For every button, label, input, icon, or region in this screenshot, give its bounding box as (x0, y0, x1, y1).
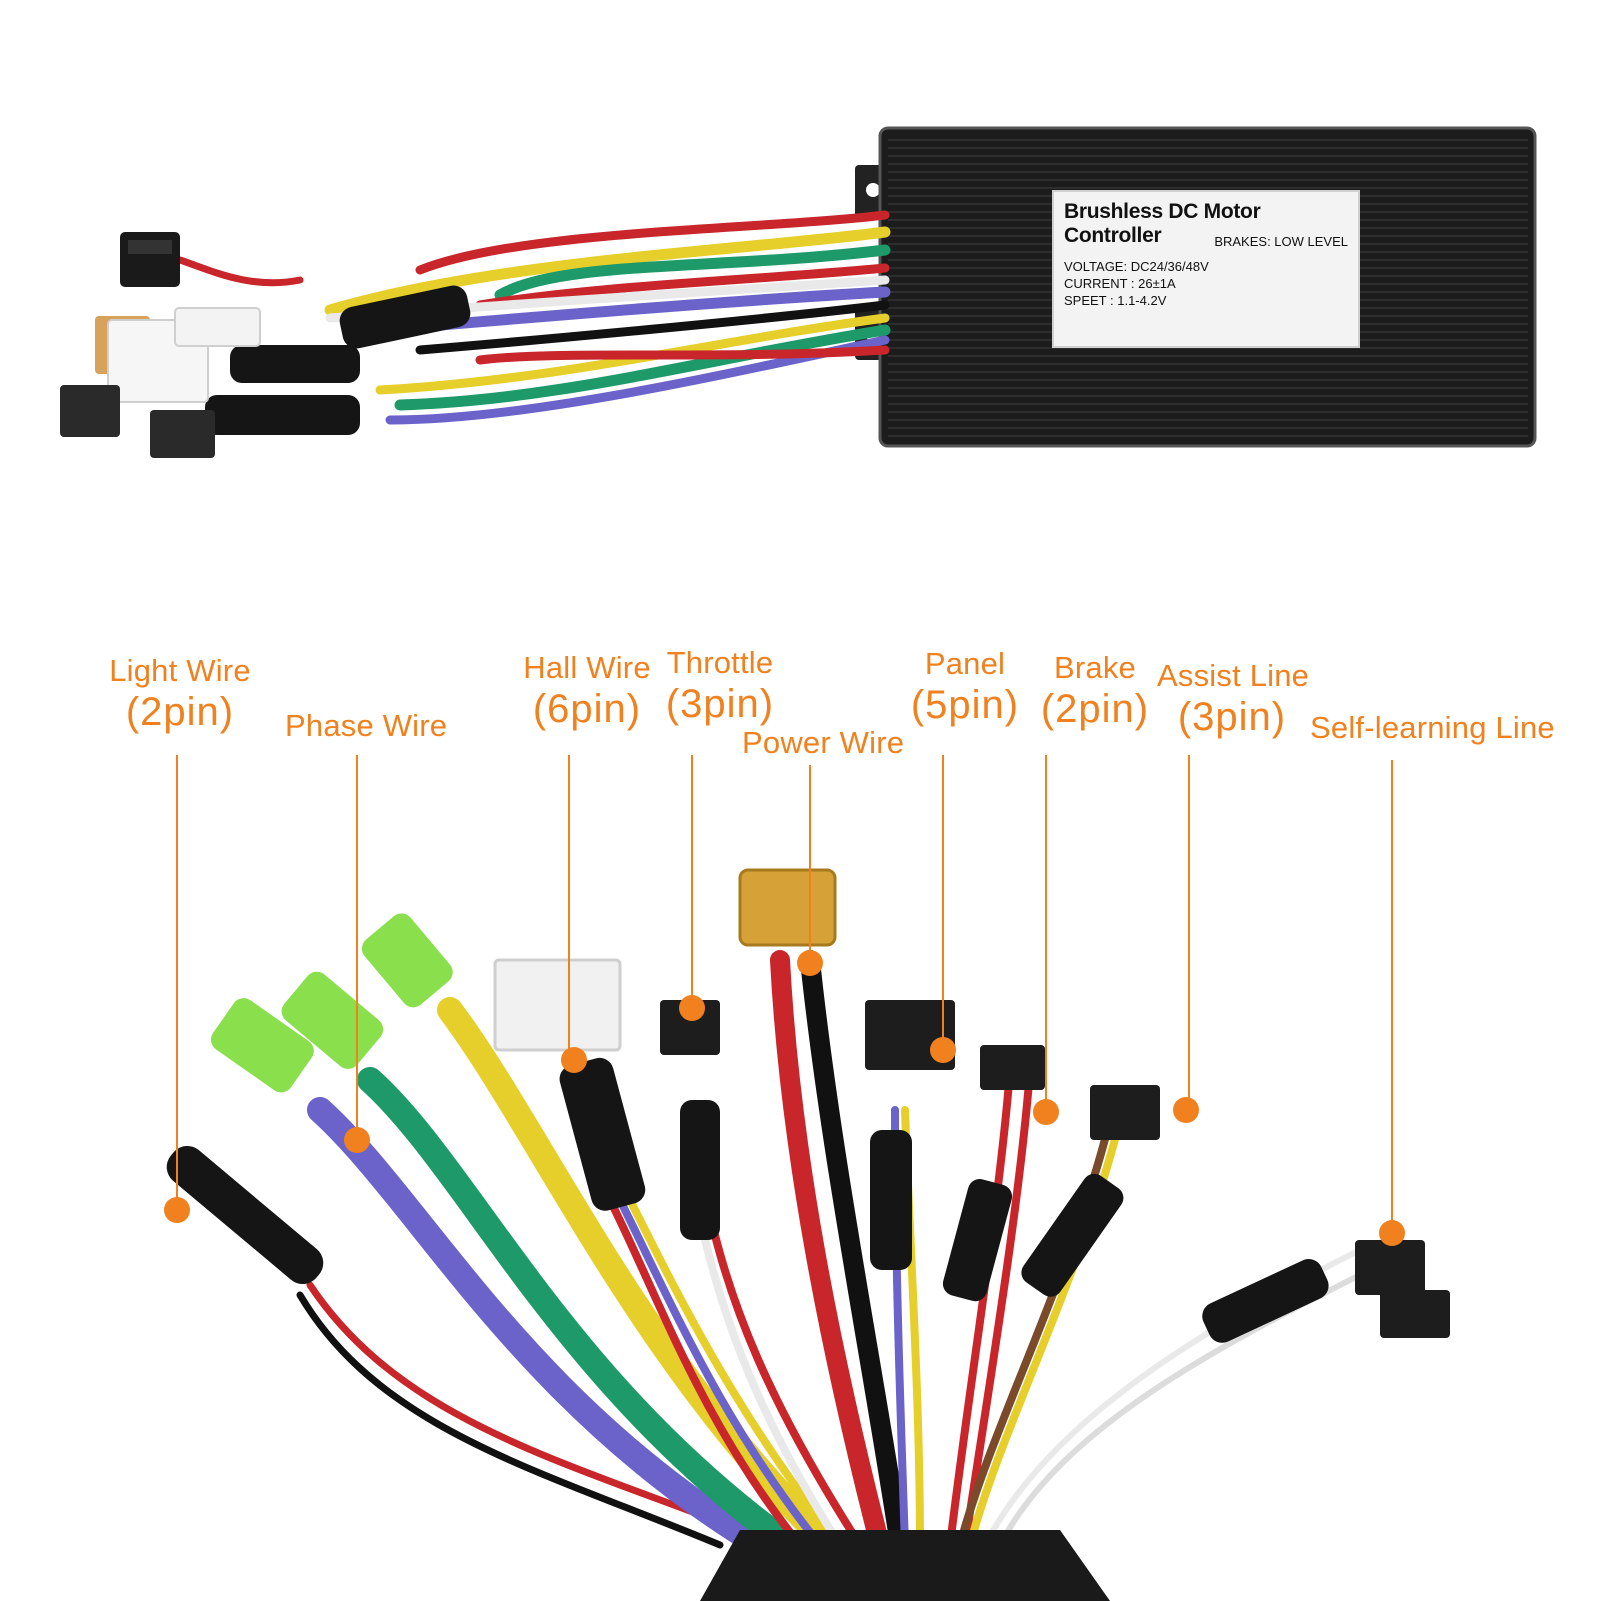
connectors-top (60, 232, 471, 458)
power-wire-label: Power Wire (742, 727, 904, 758)
brake-pins: (2pin) (1040, 687, 1150, 731)
assist-line-dot (1173, 1097, 1199, 1123)
assist-line-pins: (3pin) (1177, 695, 1287, 739)
brakes-spec: BRAKES: LOW LEVEL (1214, 234, 1348, 249)
self-learning-name: Self-learning Line (1310, 710, 1555, 745)
light-wire-pins: (2pin) (125, 690, 235, 734)
brake-label: Brake (2pin) (1030, 652, 1160, 729)
power-wire-name: Power Wire (742, 725, 905, 760)
phase-wire-name: Phase Wire (285, 708, 448, 743)
current-spec: CURRENT : 26±1A (1064, 276, 1176, 291)
brake-dot (1033, 1099, 1059, 1125)
hall-wire-label: Hall Wire (6pin) (522, 652, 652, 729)
throttle-label: Throttle (3pin) (660, 647, 780, 724)
panel-pins: (5pin) (910, 683, 1020, 727)
hall-wire-name: Hall Wire (523, 650, 651, 685)
light-wire-name: Light Wire (109, 653, 251, 688)
self-learning-dot (1379, 1220, 1405, 1246)
assist-line-name: Assist Line (1157, 658, 1310, 693)
callout-dots (164, 950, 1405, 1246)
power-wire-dot (797, 950, 823, 976)
throttle-name: Throttle (666, 645, 774, 680)
phase-wire-dot (344, 1127, 370, 1153)
light-wire-label: Light Wire (2pin) (105, 655, 255, 732)
wire-harness-top (176, 210, 891, 425)
phase-wire-label: Phase Wire (285, 710, 447, 741)
connectors-bottom (166, 868, 1450, 1601)
controller-title: Brushless DC Motor Controller (1064, 200, 1261, 247)
hall-wire-pins: (6pin) (532, 687, 642, 731)
self-learning-label: Self-learning Line (1310, 712, 1555, 743)
panel-name: Panel (924, 646, 1006, 681)
panel-dot (930, 1037, 956, 1063)
assist-line-label: Assist Line (3pin) (1157, 658, 1310, 739)
throttle-pins: (3pin) (665, 682, 775, 726)
brake-name: Brake (1054, 650, 1136, 685)
throttle-dot (679, 995, 705, 1021)
voltage-spec: VOLTAGE: DC24/36/48V (1064, 259, 1209, 274)
panel-label: Panel (5pin) (905, 648, 1025, 725)
hall-wire-dot (561, 1047, 587, 1073)
controller-spec-label: Brushless DC Motor Controller VOLTAGE: D… (1052, 190, 1360, 348)
speed-spec: SPEET : 1.1-4.2V (1064, 293, 1167, 308)
wire-fan-bottom (296, 950, 1373, 1558)
callout-lines (176, 755, 1393, 1232)
light-wire-dot (164, 1197, 190, 1223)
